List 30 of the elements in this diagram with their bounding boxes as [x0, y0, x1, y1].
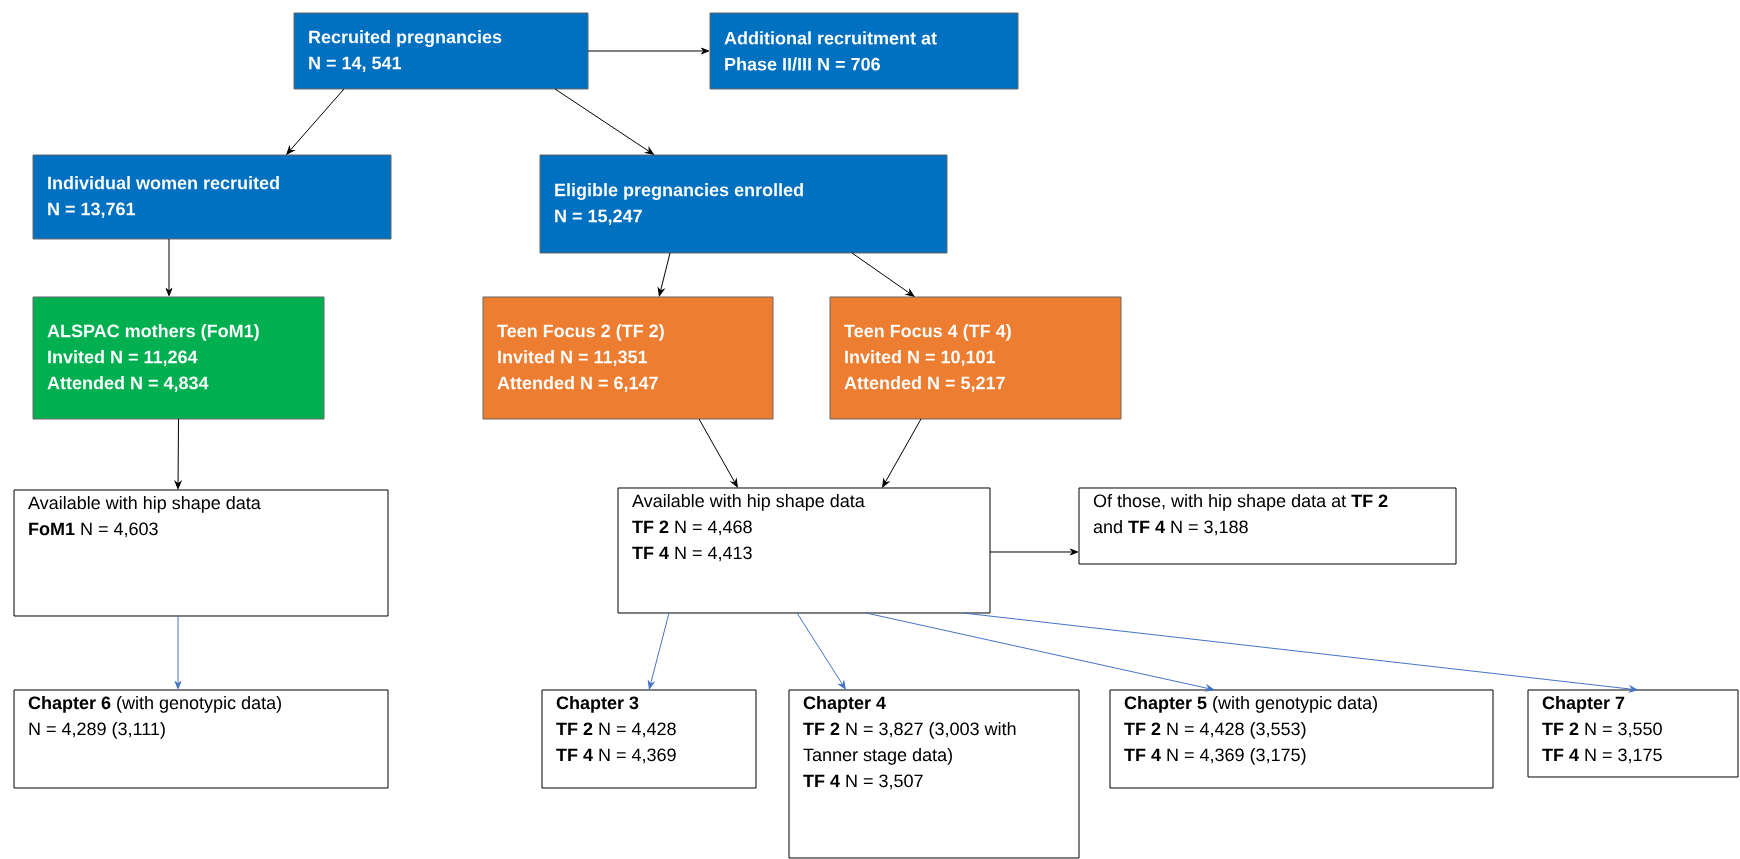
result-box: Chapter 7 TF 2 N = 3,550 TF 4 N = 3,175 — [1527, 689, 1739, 778]
arrow — [657, 252, 671, 297]
process-box: ALSPAC mothers (FoM1) Invited N = 11,264 Attended N = 4,834 — [32, 296, 325, 420]
arrow — [286, 88, 345, 155]
process-box: Recruited pregnancies N = 14, 541 — [293, 12, 589, 90]
arrow — [796, 612, 846, 690]
arrow — [165, 238, 173, 297]
result-box: Chapter 4 TF 2 N = 3,827 (3,003 with Tanner stage data) TF 4 N = 3,507 — [788, 689, 1080, 859]
result-box: Available with hip shape data TF 2 N = 4,468 TF 4 N = 4,413 — [617, 487, 991, 614]
arrow — [174, 418, 182, 490]
process-box: Teen Focus 2 (TF 2) Invited N = 11,351 Attended N = 6,147 — [482, 296, 774, 420]
arrow — [554, 88, 654, 155]
process-box: Teen Focus 4 (TF 4) Invited N = 10,101 Attended N = 5,217 — [829, 296, 1122, 420]
arrow — [698, 418, 738, 488]
result-box: Of those, with hip shape data at TF 2 and TF 4 N = 3,188 — [1078, 487, 1457, 565]
arrow — [851, 252, 915, 297]
result-box: Chapter 5 (with genotypic data) TF 2 N = 4,428 (3,553) TF 4 N = 4,369 (3,175) — [1109, 689, 1494, 789]
process-box: Eligible pregnancies enrolled N = 15,247 — [539, 154, 948, 254]
arrow — [174, 615, 182, 690]
arrow — [865, 612, 1215, 692]
process-box: Additional recruitment at Phase II/III N = 706 — [709, 12, 1019, 90]
arrow — [882, 418, 922, 488]
result-box: Chapter 6 (with genotypic data) N = 4,289 (3,111) — [13, 689, 389, 789]
arrow — [587, 47, 710, 55]
result-box: Chapter 3 TF 2 N = 4,428 TF 4 N = 4,369 — [541, 689, 757, 789]
result-box: Available with hip shape data FoM1 N = 4,603 — [13, 489, 389, 617]
arrow — [647, 612, 670, 690]
arrow — [989, 548, 1079, 556]
process-box: Individual women recruited N = 13,761 — [32, 154, 392, 240]
arrow — [962, 612, 1638, 693]
